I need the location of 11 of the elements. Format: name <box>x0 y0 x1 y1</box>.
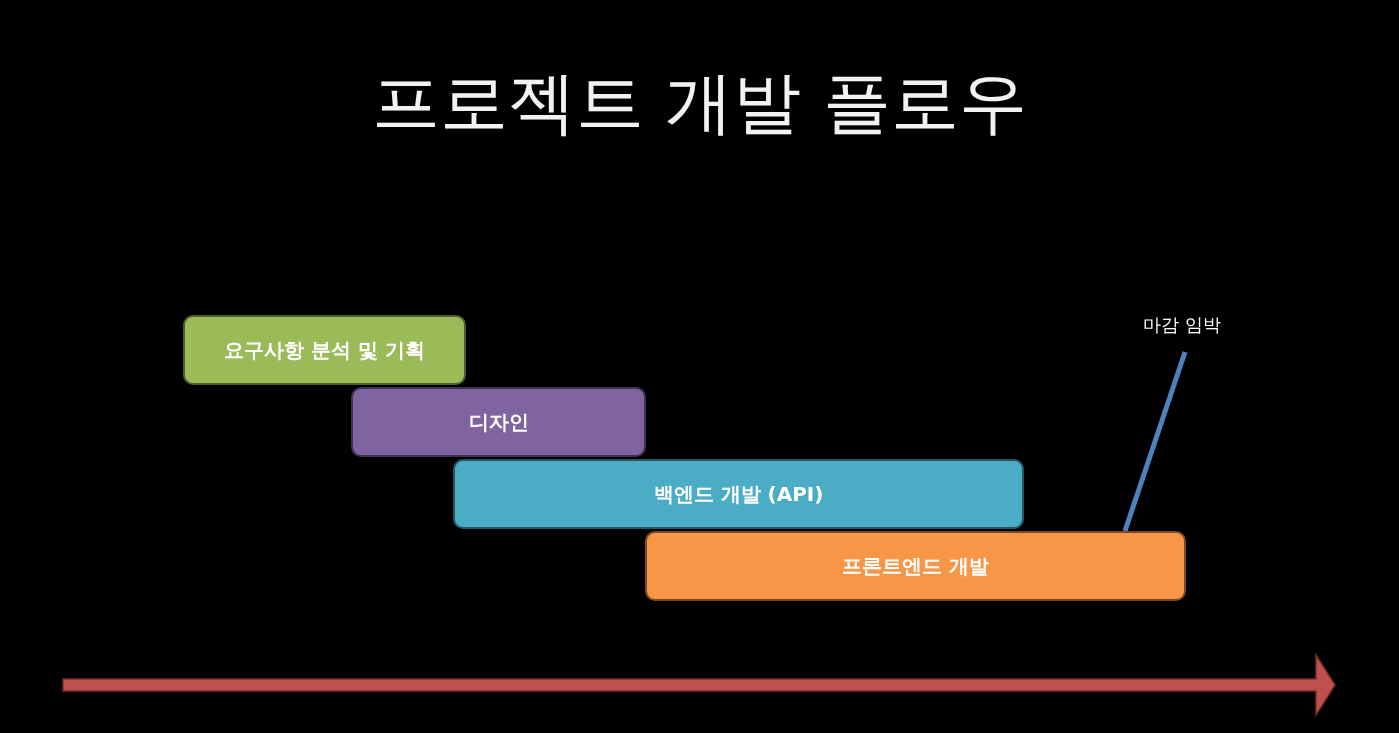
task-bar <box>183 315 466 385</box>
task-label: 프론트엔드 개발 <box>842 552 989 580</box>
task-bar <box>351 387 646 457</box>
task-label: 요구사항 분석 및 기획 <box>224 336 425 364</box>
task-bar <box>645 531 1186 601</box>
note-label: 마감 임박 <box>1143 314 1221 335</box>
task-bar <box>453 459 1024 529</box>
task-label: 백엔드 개발 (API) <box>653 480 824 508</box>
leader-line <box>1122 351 1188 532</box>
task-label: 디자인 <box>468 408 529 436</box>
title: 프로젝트 개발 플로우 <box>371 62 1028 144</box>
